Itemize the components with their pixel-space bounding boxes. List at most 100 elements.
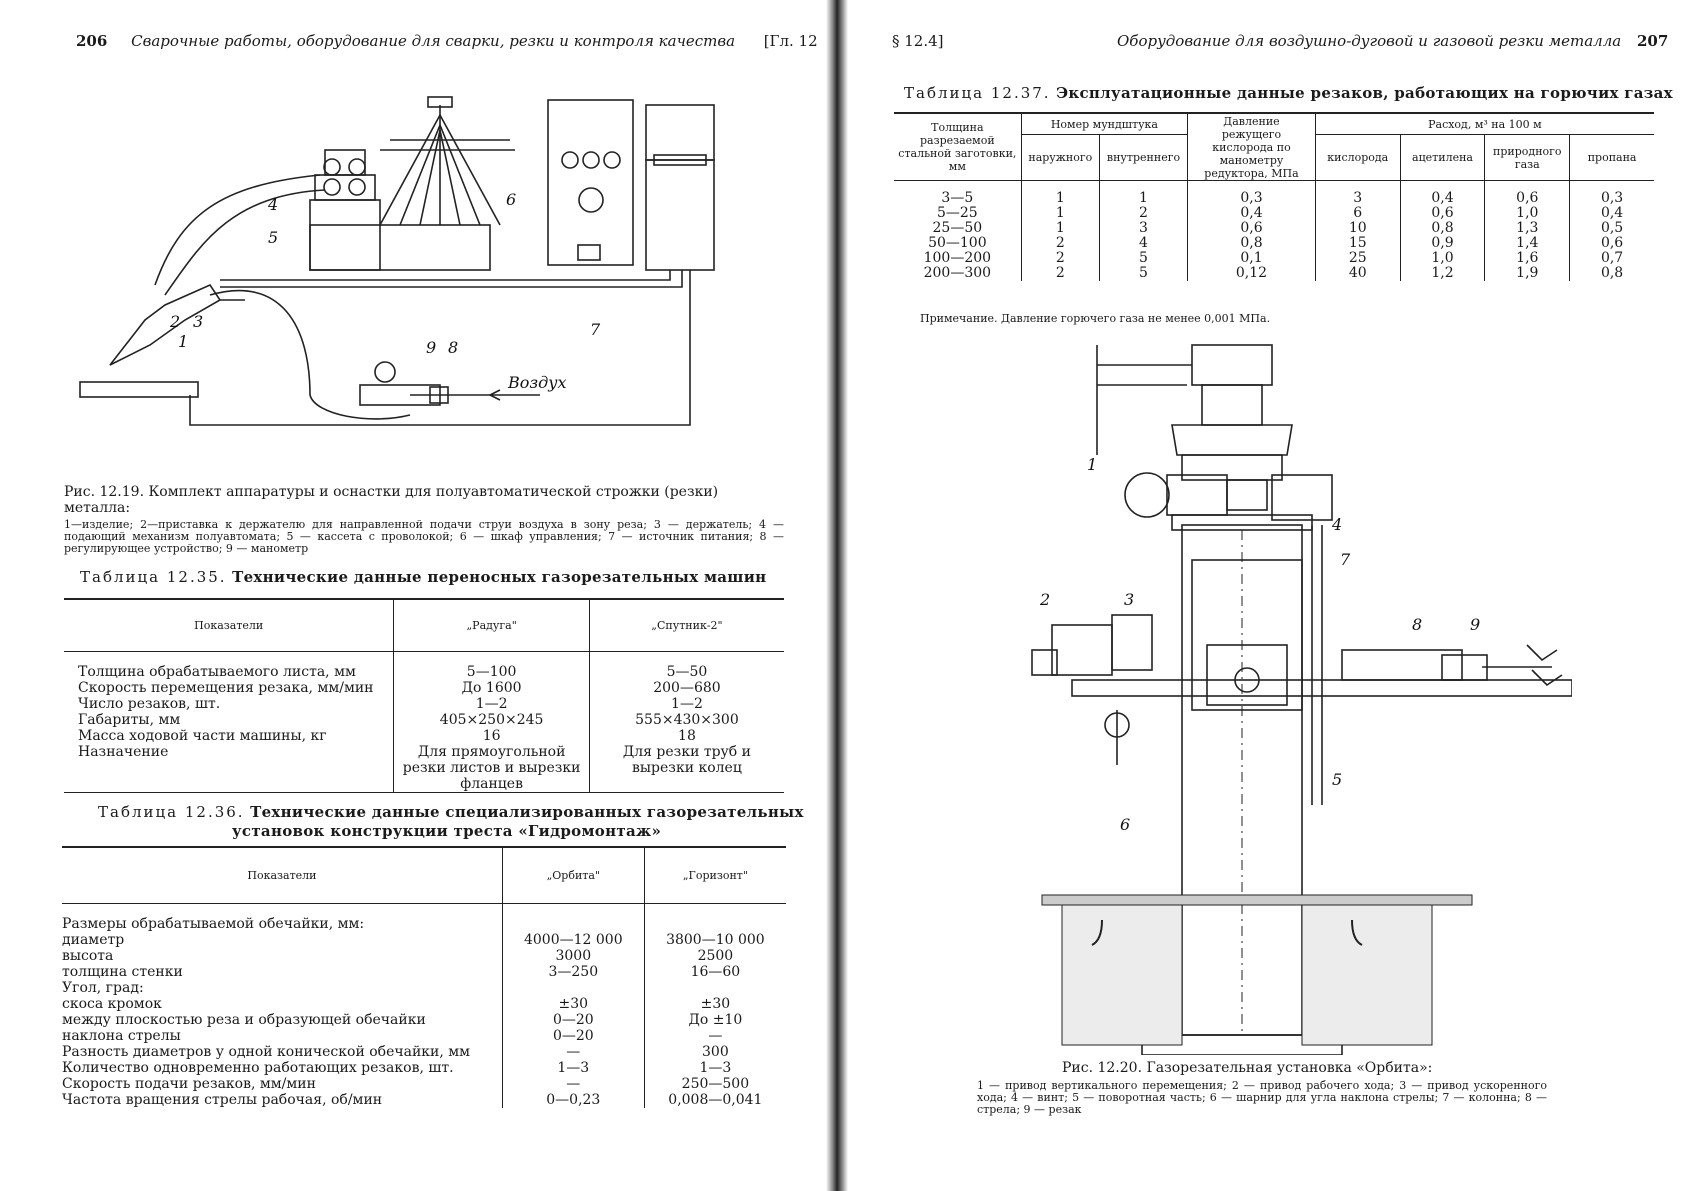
t1237-cell: 2 xyxy=(1020,236,1100,251)
t1237-cell: 4 xyxy=(1098,236,1188,251)
t1237-cell: 1 xyxy=(1020,180,1100,206)
t1237-cell: 0,6 xyxy=(1399,206,1485,221)
t1237-cell: 1 xyxy=(1020,221,1100,236)
t1237-cell: 0,12 xyxy=(1187,266,1316,281)
workpiece-shape xyxy=(79,381,199,398)
t1237-head-nozzle: Номер мундштука xyxy=(1020,113,1188,135)
t1236-col-orbita: 4000—12 000 3000 3—250 ±30 0—20 0—20 — 1… xyxy=(501,903,645,1108)
fig1219-label-8: 8 xyxy=(448,338,458,357)
t1237-head-consumption: Расход, м³ на 100 м xyxy=(1314,113,1654,135)
figure-12-20-drawing: 1 2 3 4 5 6 7 8 9 xyxy=(1031,344,1572,1055)
fig1219-label-2: 2 xyxy=(169,312,180,331)
figure-12-20-legend: 1 — привод вертикального перемещения; 2 … xyxy=(977,1079,1547,1116)
figure-12-19-drawing: 1 2 3 4 5 6 7 8 9 Воздух xyxy=(79,96,715,426)
t1237-cell: 0,5 xyxy=(1569,221,1654,236)
t1235-row-labels: Толщина обрабатываемого листа, мм Скорос… xyxy=(78,663,374,760)
t1235-head-sputnik: „Спутник-2" xyxy=(588,599,784,651)
t1237-cell: 0,8 xyxy=(1569,266,1654,281)
fig1219-label-9: 9 xyxy=(426,338,436,357)
t1237-cell: 5—25 xyxy=(936,205,978,221)
t1237-cell: 25—50 xyxy=(932,220,983,236)
table-12-37-note: Примечание. Давление горючего газа не ме… xyxy=(920,312,1271,325)
figure-12-20-caption: Рис. 12.20. Газорезательная установка «О… xyxy=(1062,1060,1433,1076)
fig1220-label-5: 5 xyxy=(1332,770,1342,789)
fig1219-label-1: 1 xyxy=(178,332,188,351)
t1237-cell: 1,4 xyxy=(1484,236,1570,251)
right-page: § 12.4] Оборудование для воздушно-дугово… xyxy=(842,0,1684,1191)
t1237-head-natural-gas: природного газа xyxy=(1484,134,1570,181)
t1235-head-indicator: Показатели xyxy=(194,618,264,632)
t1237-cell: 3 xyxy=(1314,180,1401,206)
t1237-head-propane: пропана xyxy=(1569,134,1654,181)
t1235-col-raduga: 5—100 До 1600 1—2 405×250×245 16 Для пря… xyxy=(393,651,590,792)
fig1219-air-label: Воздух xyxy=(507,373,567,392)
figure-12-19-caption: Рис. 12.19. Комплект аппаратуры и оснаст… xyxy=(64,484,719,516)
table-row: 100—200 2 5 0,1 25 1,0 1,6 0,7 xyxy=(894,251,1654,266)
left-running-header: 206 Сварочные работы, оборудование для с… xyxy=(76,32,818,50)
t1237-head-pressure: Давление режущего кислорода по манометру… xyxy=(1187,113,1316,181)
t1237-cell: 0,3 xyxy=(1569,180,1654,206)
t1236-head-gorizont: „Горизонт" xyxy=(643,847,786,903)
table-12-35-prefix: Таблица 12.35. xyxy=(80,568,227,586)
table-12-36: Показатели „Орбита" „Горизонт" Размеры о… xyxy=(62,846,786,1108)
t1237-cell: 15 xyxy=(1314,236,1401,251)
t1237-cell: 6 xyxy=(1314,206,1401,221)
table-12-36-title-line1: Технические данные специализированных га… xyxy=(250,803,804,821)
fig1220-label-6: 6 xyxy=(1120,815,1130,834)
t1237-cell: 1,2 xyxy=(1399,266,1485,281)
holder-shape xyxy=(109,283,222,366)
t1235-col-sputnik: 5—50 200—680 1—2 555×430×300 18 Для резк… xyxy=(588,651,784,792)
t1236-col-gorizont: 3800—10 000 2500 16—60 ±30 До ±10 — 300 … xyxy=(643,903,786,1108)
t1237-head-oxygen: кислорода xyxy=(1314,134,1401,181)
t1237-cell: 1,0 xyxy=(1399,251,1485,266)
t1237-cell: 3 xyxy=(1098,221,1188,236)
right-running-head: Оборудование для воздушно-дуговой и газо… xyxy=(1117,32,1622,50)
right-page-number: 207 xyxy=(1637,32,1669,50)
t1237-head-inner: внутреннего xyxy=(1098,134,1188,181)
t1237-cell: 1 xyxy=(1098,180,1188,206)
t1237-cell: 5 xyxy=(1098,266,1188,281)
chapter-ref: [Гл. 12 xyxy=(763,32,818,50)
figure-12-19-legend: 1—изделие; 2—приставка к держателю для н… xyxy=(64,518,784,555)
t1237-cell: 1,3 xyxy=(1484,221,1570,236)
fig1219-label-4: 4 xyxy=(267,195,278,214)
table-row: 5—25 1 2 0,4 6 0,6 1,0 0,4 xyxy=(894,206,1654,221)
table-12-37-title: Таблица 12.37. Эксплуатационные данные р… xyxy=(904,84,1673,102)
t1237-cell: 0,9 xyxy=(1399,236,1485,251)
t1237-cell: 200—300 xyxy=(923,265,992,281)
t1237-cell: 0,4 xyxy=(1569,206,1654,221)
t1237-cell: 2 xyxy=(1020,251,1100,266)
t1237-cell: 10 xyxy=(1314,221,1401,236)
table-12-36-prefix: Таблица 12.36. xyxy=(98,803,245,821)
fig1220-label-1: 1 xyxy=(1087,455,1097,474)
table-12-37-prefix: Таблица 12.37. xyxy=(904,84,1051,102)
t1237-cell: 5 xyxy=(1098,251,1188,266)
t1237-head-acetylene: ацетилена xyxy=(1399,134,1485,181)
table-row: 200—300 2 5 0,12 40 1,2 1,9 0,8 xyxy=(894,266,1654,281)
t1237-cell: 100—200 xyxy=(923,250,992,266)
table-12-37: Толщина разрезаемой стальной заготовки, … xyxy=(894,112,1654,281)
t1237-cell: 1,9 xyxy=(1484,266,1570,281)
t1237-cell: 40 xyxy=(1314,266,1401,281)
table-row: 3—5 1 1 0,3 3 0,4 0,6 0,3 xyxy=(894,180,1654,206)
left-page-number: 206 xyxy=(76,32,108,50)
t1237-head-thickness: Толщина разрезаемой стальной заготовки, … xyxy=(894,113,1022,181)
t1237-body: 3—5 1 1 0,3 3 0,4 0,6 0,3 5—25 1 2 0,4 6… xyxy=(894,180,1654,281)
table-row: 25—50 1 3 0,6 10 0,8 1,3 0,5 xyxy=(894,221,1654,236)
table-row: 50—100 2 4 0,8 15 0,9 1,4 0,6 xyxy=(894,236,1654,251)
fig1219-label-6: 6 xyxy=(506,190,516,209)
t1237-cell: 0,1 xyxy=(1187,251,1316,266)
t1237-cell: 0,4 xyxy=(1399,180,1485,206)
t1237-cell: 2 xyxy=(1020,266,1100,281)
left-page: 206 Сварочные работы, оборудование для с… xyxy=(0,0,830,1191)
fig1220-label-9: 9 xyxy=(1470,615,1480,634)
table-12-36-title-line2: установок конструкции треста «Гидромонта… xyxy=(232,822,662,840)
fig1219-label-5: 5 xyxy=(268,228,278,247)
fig1219-label-7: 7 xyxy=(590,320,601,339)
t1237-cell: 1,0 xyxy=(1484,206,1570,221)
t1237-head-outer: наружного xyxy=(1020,134,1100,181)
fig1220-label-3: 3 xyxy=(1124,590,1134,609)
fig1220-label-8: 8 xyxy=(1412,615,1422,634)
t1237-cell: 25 xyxy=(1314,251,1401,266)
table-12-37-title-text: Эксплуатационные данные резаков, работаю… xyxy=(1056,84,1673,102)
